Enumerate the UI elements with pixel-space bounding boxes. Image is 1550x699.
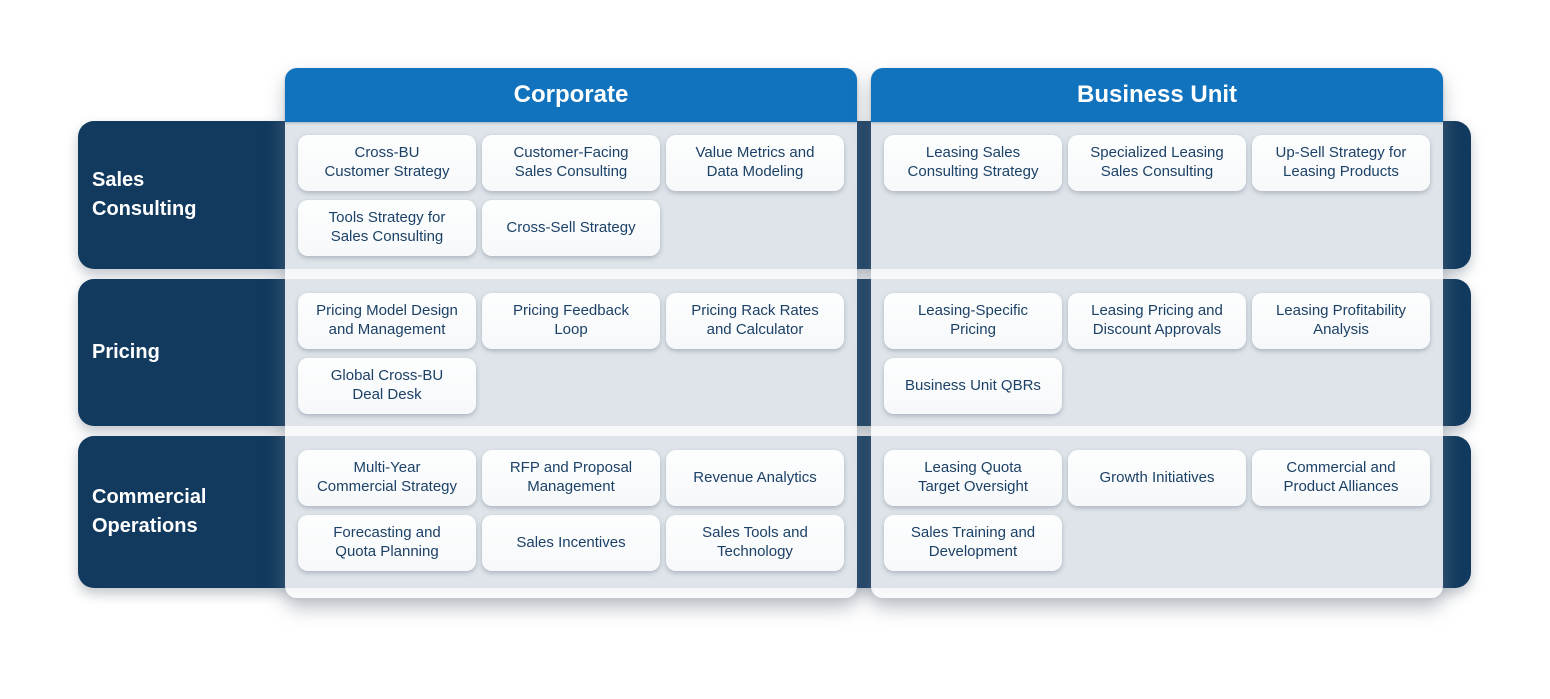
capability-card: Leasing-Specific Pricing xyxy=(884,293,1062,349)
column-title-business-unit: Business Unit xyxy=(1076,81,1238,108)
capability-card: Leasing Sales Consulting Strategy xyxy=(884,135,1062,191)
column-header-business-unit: Business Unit xyxy=(871,68,1443,122)
capability-card: Pricing Rack Rates and Calculator xyxy=(666,293,844,349)
cell-sales-consulting-business-unit: Leasing Sales Consulting Strategy Specia… xyxy=(871,121,1443,269)
capability-card: Growth Initiatives xyxy=(1068,450,1246,506)
capability-card: Forecasting and Quota Planning xyxy=(298,515,476,571)
capability-card: Business Unit QBRs xyxy=(884,358,1062,414)
row-label-pricing: Pricing xyxy=(92,341,160,363)
capability-card: Pricing Model Design and Management xyxy=(298,293,476,349)
capability-card: Up-Sell Strategy for Leasing Products xyxy=(1252,135,1430,191)
capability-card: Cross-Sell Strategy xyxy=(482,200,660,256)
capability-card: Commercial and Product Alliances xyxy=(1252,450,1430,506)
capability-card: Sales Incentives xyxy=(482,515,660,571)
capability-card: Leasing Profitability Analysis xyxy=(1252,293,1430,349)
capability-card: Leasing Quota Target Oversight xyxy=(884,450,1062,506)
capability-card: Cross-BU Customer Strategy xyxy=(298,135,476,191)
capability-card: Leasing Pricing and Discount Approvals xyxy=(1068,293,1246,349)
panel-business-unit: Business Unit Leasing Sales Consulting S… xyxy=(871,68,1443,598)
cell-pricing-corporate: Pricing Model Design and Management Pric… xyxy=(285,279,857,426)
capability-card: Multi-Year Commercial Strategy xyxy=(298,450,476,506)
cell-pricing-business-unit: Leasing-Specific Pricing Leasing Pricing… xyxy=(871,279,1443,426)
capability-card: Sales Training and Development xyxy=(884,515,1062,571)
capability-card: Value Metrics and Data Modeling xyxy=(666,135,844,191)
row-label-commercial-operations: Commercial Operations xyxy=(92,486,207,537)
capability-card: Tools Strategy for Sales Consulting xyxy=(298,200,476,256)
row-label-sales-consulting: Sales Consulting xyxy=(92,169,197,220)
cell-commercial-operations-corporate: Multi-Year Commercial Strategy RFP and P… xyxy=(285,436,857,588)
capability-card: RFP and Proposal Management xyxy=(482,450,660,506)
column-title-corporate: Corporate xyxy=(513,81,629,108)
column-header-corporate: Corporate xyxy=(285,68,857,122)
capability-card: Specialized Leasing Sales Consulting xyxy=(1068,135,1246,191)
capability-card: Customer-Facing Sales Consulting xyxy=(482,135,660,191)
cell-commercial-operations-business-unit: Leasing Quota Target Oversight Growth In… xyxy=(871,436,1443,588)
capability-card: Revenue Analytics xyxy=(666,450,844,506)
capability-card: Global Cross-BU Deal Desk xyxy=(298,358,476,414)
panel-corporate: Corporate Cross-BU Customer Strategy Cus… xyxy=(285,68,857,598)
capability-card: Sales Tools and Technology xyxy=(666,515,844,571)
cell-sales-consulting-corporate: Cross-BU Customer Strategy Customer-Faci… xyxy=(285,121,857,269)
capability-card: Pricing Feedback Loop xyxy=(482,293,660,349)
